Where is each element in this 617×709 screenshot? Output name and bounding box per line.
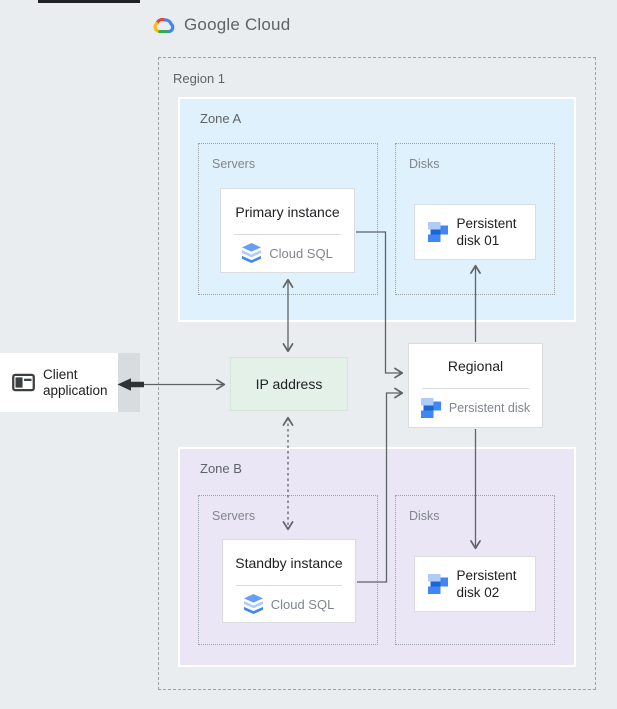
zone-a-disks-group: Disks Persistent disk 01 xyxy=(395,143,555,295)
regional-disk-title: Regional xyxy=(422,344,529,389)
top-accent-line xyxy=(38,0,140,3)
google-cloud-logo-text: Google Cloud xyxy=(184,15,291,34)
client-application-icon xyxy=(12,373,35,392)
zone-b-container: Zone B Servers Standby instance Cloud SQ… xyxy=(178,447,576,667)
persistent-disk-02-card: Persistent disk 02 xyxy=(414,556,536,612)
zone-a-label: Zone A xyxy=(200,111,242,126)
persistent-disk-01-label: Persistent disk 01 xyxy=(456,216,517,248)
persistent-disk-icon xyxy=(427,574,448,594)
primary-instance-title: Primary instance xyxy=(234,189,341,235)
persistent-disk-icon xyxy=(427,222,448,242)
primary-instance-product-label: Cloud SQL xyxy=(269,246,333,261)
google-cloud-logo-icon xyxy=(153,17,175,33)
regional-disk-subtitle: Persistent disk xyxy=(448,401,531,415)
standby-instance-card: Standby instance Cloud SQL xyxy=(222,539,356,623)
standby-instance-product: Cloud SQL xyxy=(223,586,355,622)
zone-a-servers-group: Servers Primary instance Cloud SQL xyxy=(198,143,378,295)
client-application-label: Client application xyxy=(43,366,108,398)
zone-a-servers-label: Servers xyxy=(212,157,256,171)
region-container: Region 1 Zone A Servers Primary instance… xyxy=(158,57,596,690)
persistent-disk-01-card: Persistent disk 01 xyxy=(414,204,536,260)
persistent-disk-02-label: Persistent disk 02 xyxy=(456,568,517,600)
client-connector-tab xyxy=(118,353,140,412)
zone-b-label: Zone B xyxy=(200,461,242,476)
standby-instance-title: Standby instance xyxy=(235,540,343,586)
zone-a-container: Zone A Servers Primary instance Cloud SQ… xyxy=(178,97,576,322)
regional-persistent-disk-card: Regional Persistent disk xyxy=(408,343,543,428)
standby-instance-product-label: Cloud SQL xyxy=(270,596,335,612)
region-label: Region 1 xyxy=(173,71,226,86)
zone-b-servers-group: Servers Standby instance Cloud SQL xyxy=(198,495,378,645)
cloud-sql-icon xyxy=(242,243,262,263)
primary-instance-product: Cloud SQL xyxy=(221,235,354,272)
client-application-card: Client application xyxy=(0,353,118,412)
cloud-sql-icon xyxy=(243,593,263,614)
zone-b-servers-label: Servers xyxy=(212,509,256,523)
ip-address-node: IP address xyxy=(230,357,348,411)
zone-b-disks-group: Disks Persistent disk 02 xyxy=(395,495,555,645)
ip-address-label: IP address xyxy=(255,376,323,392)
regional-disk-subtitle-row: Persistent disk xyxy=(409,389,542,427)
google-cloud-logo: Google Cloud xyxy=(152,15,290,35)
primary-instance-card: Primary instance Cloud SQL xyxy=(220,188,355,273)
persistent-disk-icon xyxy=(420,398,441,418)
zone-a-disks-label: Disks xyxy=(409,157,440,171)
zone-b-disks-label: Disks xyxy=(409,509,440,523)
